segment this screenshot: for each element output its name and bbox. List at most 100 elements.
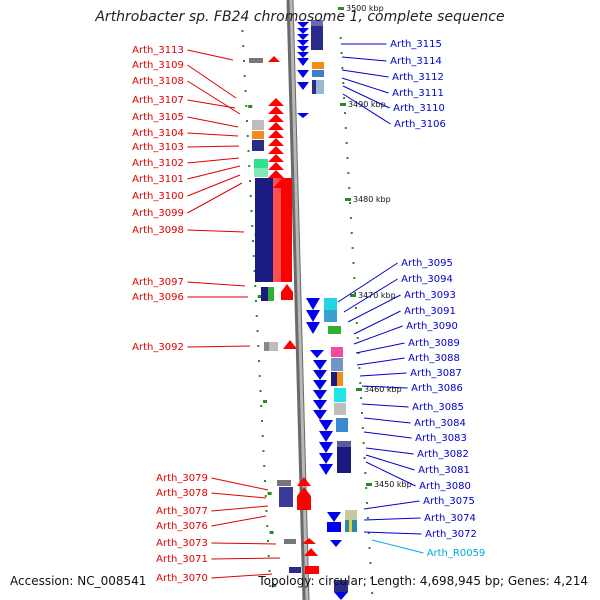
- leader-line-left: [187, 174, 241, 197]
- gene-label-left: Arth_3097: [132, 277, 184, 288]
- track-dot: [343, 97, 346, 99]
- leader-line-left: [187, 145, 240, 148]
- gene-block: [324, 298, 337, 310]
- leader-line-left: [187, 80, 241, 115]
- gene-block: [345, 510, 357, 520]
- track-dot: [252, 255, 255, 257]
- track-dot: [363, 457, 366, 459]
- gene-arrow-plus: [273, 178, 292, 188]
- track-dot: [360, 412, 363, 414]
- track-dot: [258, 375, 261, 377]
- track-dot: [245, 105, 248, 107]
- track-dot: [339, 37, 342, 39]
- gene-label-left: Arth_3104: [132, 128, 184, 139]
- gene-arrow-plus: [268, 122, 284, 130]
- track-dot: [261, 435, 264, 437]
- gene-label-right: Arth_3091: [404, 306, 456, 317]
- gene-arrow-minus: [297, 52, 309, 58]
- leader-line-right: [363, 500, 420, 510]
- gene-block: [331, 358, 343, 371]
- gene-label-right: Arth_3080: [419, 481, 471, 492]
- leader-line-right: [361, 403, 409, 408]
- kbp-tick: [356, 388, 362, 391]
- gene-block: [279, 487, 293, 507]
- gene-arrow-plus: [268, 154, 284, 162]
- track-dot: [246, 135, 249, 137]
- gene-block: [255, 178, 273, 282]
- leader-line-right: [361, 385, 408, 389]
- gene-label-right: Arth_3075: [423, 496, 475, 507]
- gene-arrow-plus: [302, 538, 316, 544]
- track-dot: [255, 300, 257, 302]
- track-dot: [371, 592, 374, 594]
- gene-arrow-minus: [313, 400, 327, 410]
- gene-label-right: Arth_3090: [406, 321, 458, 332]
- leader-line-left: [187, 281, 246, 287]
- track-dot: [264, 495, 267, 497]
- gene-label-right: Arth_3093: [404, 290, 456, 301]
- gene-block: [273, 178, 281, 282]
- track-dot: [358, 367, 361, 369]
- gene-arrow-plus: [268, 138, 284, 146]
- gene-arrow-minus: [319, 431, 333, 442]
- gene-arrow-minus: [319, 453, 333, 464]
- track-dot: [344, 127, 347, 129]
- track-dot: [268, 570, 271, 572]
- gene-block: [334, 388, 346, 402]
- gene-block: [264, 342, 278, 351]
- gene-arrow-minus: [313, 360, 327, 370]
- track-dot: [366, 517, 369, 519]
- leader-line-left: [187, 182, 243, 214]
- track-dot: [267, 555, 270, 557]
- kbp-label: 3490 kbp: [348, 100, 386, 109]
- gene-block: [312, 80, 316, 94]
- track-dot: [350, 232, 353, 234]
- leader-line-left: [187, 157, 240, 164]
- gene-label-right: Arth_3087: [410, 368, 462, 379]
- gene-block: [268, 287, 274, 301]
- gene-arrow-minus: [319, 442, 333, 453]
- leader-line-right: [365, 447, 414, 455]
- track-dot: [362, 442, 365, 444]
- track-dot: [249, 195, 252, 197]
- leader-line-right: [343, 278, 398, 313]
- gene-label-right: Arth_3114: [390, 56, 442, 67]
- leader-line-right: [359, 372, 407, 377]
- gene-block: [349, 520, 352, 532]
- leader-line-right: [341, 56, 387, 62]
- gene-block: [249, 58, 263, 63]
- gene-block: [336, 418, 348, 432]
- leader-line-left: [211, 505, 269, 512]
- track-dot: [246, 120, 248, 122]
- gene-block: [337, 441, 351, 447]
- gene-block: [328, 326, 341, 334]
- gene-block: [252, 140, 264, 151]
- gene-block: [324, 310, 337, 322]
- leader-line-left: [211, 515, 267, 527]
- leader-line-left: [187, 116, 239, 128]
- gene-block: [305, 566, 319, 574]
- track-dot: [266, 525, 269, 527]
- track-dot: [269, 585, 272, 587]
- gene-label-right: Arth_3112: [392, 72, 444, 83]
- leader-line-left: [187, 165, 241, 180]
- gene-arrow-minus: [297, 22, 309, 28]
- gene-label-left: Arth_3070: [156, 573, 208, 584]
- tick-mark: [257, 295, 262, 298]
- gene-block: [277, 480, 291, 486]
- gene-label-right: Arth_3088: [408, 353, 460, 364]
- tick-mark: [263, 400, 267, 403]
- gene-arrow-minus: [313, 380, 327, 390]
- track-dot: [342, 82, 345, 84]
- leader-line-right: [356, 357, 405, 366]
- gene-block: [331, 347, 343, 357]
- gene-label-right: Arth_3072: [425, 529, 477, 540]
- gene-block: [289, 567, 301, 573]
- gene-arrow-minus: [297, 70, 309, 78]
- gene-label-right: Arth_3082: [417, 449, 469, 460]
- gene-arrow-minus: [297, 34, 309, 40]
- track-dot: [247, 150, 250, 152]
- leader-line-left: [211, 557, 281, 560]
- track-dot: [360, 397, 363, 399]
- kbp-label: 3480 kbp: [353, 195, 391, 204]
